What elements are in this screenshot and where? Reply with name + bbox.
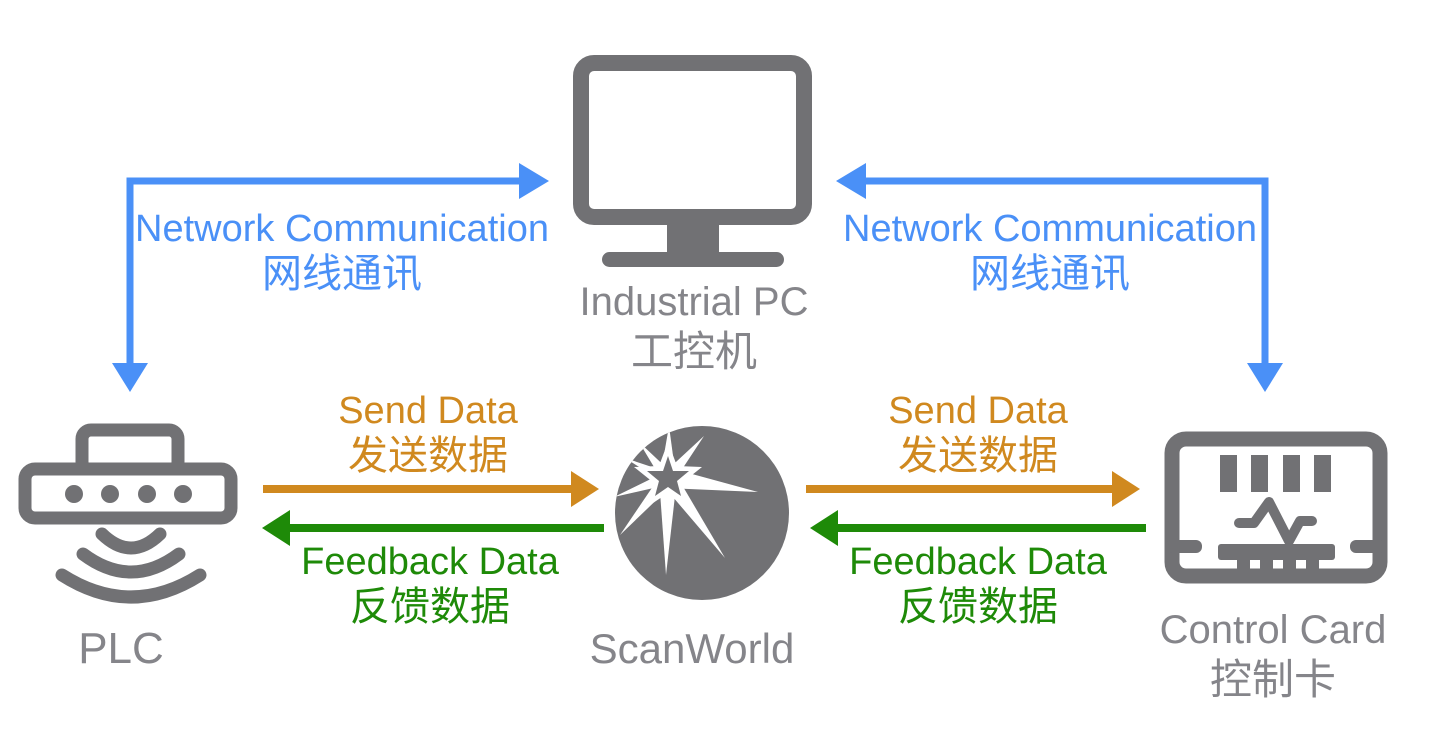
feedback-data-right-label-en: Feedback Data <box>849 541 1107 583</box>
network-right-label-zh: 网线通讯 <box>969 252 1130 296</box>
pulse-icon <box>1234 497 1317 546</box>
industrial-pc-label: Industrial PC 工控机 <box>579 280 809 375</box>
scanworld-globe-icon <box>615 426 789 600</box>
feedback-data-right-label-zh: 反馈数据 <box>898 585 1058 629</box>
signal-waves-icon <box>55 527 207 604</box>
network-arrow-right <box>836 163 1283 392</box>
industrial-pc-label-en: Industrial PC <box>579 280 809 324</box>
plc-wireless-icon <box>18 423 238 604</box>
send-data-right-label-zh: 发送数据 <box>897 434 1058 478</box>
network-left-label-en: Network Communication <box>135 208 549 250</box>
feedback-data-left-label-en: Feedback Data <box>301 541 559 583</box>
send-data-right-label: Send Data 发送数据 <box>888 390 1068 478</box>
feedback-data-arrow-left <box>262 510 604 546</box>
feedback-data-left-label-zh: 反馈数据 <box>350 585 510 629</box>
plc-label-en: PLC <box>78 624 164 673</box>
center-star-icon <box>647 456 689 496</box>
control-card-icon <box>1164 431 1388 584</box>
industrial-pc-label-zh: 工控机 <box>630 328 758 375</box>
scanworld-label: ScanWorld <box>589 625 795 672</box>
send-data-left-label: Send Data 发送数据 <box>338 390 518 478</box>
send-data-left-label-zh: 发送数据 <box>347 434 508 478</box>
plc-label: PLC <box>78 624 164 673</box>
send-data-arrow-left <box>263 471 599 507</box>
send-data-left-label-en: Send Data <box>338 390 518 432</box>
feedback-data-left-label: Feedback Data 反馈数据 <box>301 541 559 629</box>
scanworld-label-en: ScanWorld <box>589 625 795 672</box>
feedback-data-arrow-right <box>810 510 1146 546</box>
network-left-label-zh: 网线通讯 <box>261 252 422 296</box>
control-card-label-zh: 控制卡 <box>1209 656 1337 703</box>
network-arrow-left <box>112 163 549 392</box>
network-right-label-en: Network Communication <box>843 208 1257 250</box>
network-right-label: Network Communication 网线通讯 <box>843 208 1257 296</box>
send-data-arrow-right <box>806 471 1140 507</box>
feedback-data-right-label: Feedback Data 反馈数据 <box>849 541 1107 629</box>
control-card-label-en: Control Card <box>1159 608 1387 652</box>
control-card-label: Control Card 控制卡 <box>1159 608 1387 703</box>
send-data-right-label-en: Send Data <box>888 390 1068 432</box>
network-left-label: Network Communication 网线通讯 <box>135 208 549 296</box>
monitor-icon <box>573 55 812 267</box>
